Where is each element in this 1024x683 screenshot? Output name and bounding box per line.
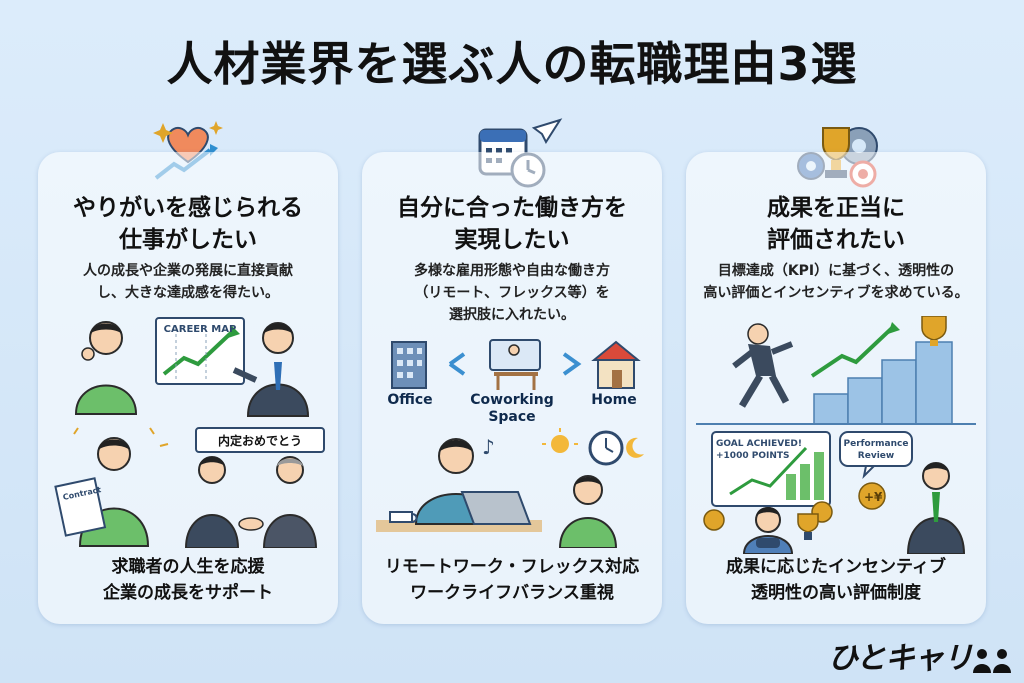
svg-text:+¥: +¥ [864, 490, 883, 504]
place-coworking-label: Coworking Space [464, 392, 560, 426]
page-title: 人材業界を選ぶ人の転職理由3選 [166, 37, 858, 91]
work-places-scene [391, 339, 641, 390]
review-bubble-text: Performance Review [840, 438, 912, 462]
remote-work-scene: ♪ [376, 428, 644, 548]
svg-text:♪: ♪ [482, 435, 495, 459]
card-1-heading: やりがいを感じられる 仕事がしたい [38, 192, 338, 256]
card-2-desc-line2: （リモート、フレックス等）を [414, 285, 610, 301]
card-3-desc-line2: 高い評価とインセンティブを求めている。 [703, 285, 969, 301]
job-offer-scene [54, 427, 325, 548]
brand-logo: ひとキャリ [828, 633, 1012, 677]
review-bubble-line1: Performance [843, 439, 909, 449]
card-2-desc-line1: 多様な雇用形態や自由な働き方 [414, 263, 610, 279]
card-2-desc-line3: 選択肢に入れたい。 [449, 307, 575, 323]
place-coworking-line1: Coworking [470, 392, 554, 408]
card-3-footer-line2: 透明性の高い評価制度 [751, 583, 921, 603]
place-coworking-line2: Space [488, 409, 536, 425]
goal-screen-line1: GOAL ACHIEVED! [716, 439, 802, 449]
card-2-heading-line1: 自分に合った働き方を [397, 195, 627, 221]
goal-screen-line2: +1000 POINTS [716, 451, 790, 461]
card-2-heading-line2: 実現したい [454, 227, 570, 253]
card-3-description: 目標達成（KPI）に基づく、透明性の 高い評価とインセンティブを求めている。 [694, 260, 978, 304]
card-2-footer: リモートワーク・フレックス対応 ワークライフバランス重視 [362, 554, 662, 606]
card-3-heading: 成果を正当に 評価されたい [686, 192, 986, 256]
card-1-heading-line2: 仕事がしたい [119, 227, 257, 253]
card-3-footer: 成果に応じたインセンティブ 透明性の高い評価制度 [686, 554, 986, 606]
people-icon [973, 648, 1011, 673]
card-2-footer-line2: ワークライフバランス重視 [410, 583, 614, 603]
card-1-description: 人の成長や企業の発展に直接貢献 し、大きな達成感を得たい。 [46, 260, 330, 304]
card-2-description: 多様な雇用形態や自由な働き方 （リモート、フレックス等）を 選択肢に入れたい。 [370, 260, 654, 326]
reason-card-2: 自分に合った働き方を 実現したい 多様な雇用形態や自由な働き方 （リモート、フレ… [362, 152, 662, 624]
career-map-label: CAREER MAP [163, 324, 237, 335]
card-2-heading: 自分に合った働き方を 実現したい [362, 192, 662, 256]
card-1-desc-line1: 人の成長や企業の発展に直接貢献 [83, 263, 293, 279]
reason-card-1: やりがいを感じられる 仕事がしたい 人の成長や企業の発展に直接貢献 し、大きな達… [38, 152, 338, 624]
card-3-footer-line1: 成果に応じたインセンティブ [726, 557, 946, 577]
card-1-footer: 求職者の人生を応援 企業の成長をサポート [38, 554, 338, 606]
card-3-heading-line2: 評価されたい [767, 227, 905, 253]
card-1-footer-line2: 企業の成長をサポート [103, 583, 273, 603]
goal-screen-text: GOAL ACHIEVED! +1000 POINTS [716, 438, 822, 462]
growth-stairs-scene [696, 316, 976, 425]
offer-banner-label: 内定おめでとう [217, 434, 302, 448]
card-3-heading-line1: 成果を正当に [767, 195, 905, 221]
card-3-desc-line1: 目標達成（KPI）に基づく、透明性の [717, 263, 955, 279]
card-1-desc-line2: し、大きな達成感を得たい。 [97, 285, 279, 301]
reason-card-3: 成果を正当に 評価されたい 目標達成（KPI）に基づく、透明性の 高い評価とイン… [686, 152, 986, 624]
place-office-label: Office [387, 392, 433, 408]
place-home-label: Home [591, 392, 637, 408]
card-1-footer-line1: 求職者の人生を応援 [111, 557, 265, 577]
career-map-scene [74, 317, 310, 417]
review-bubble-line2: Review [857, 451, 895, 461]
performance-review-scene: +¥ [703, 431, 966, 554]
card-1-heading-line1: やりがいを感じられる [73, 195, 303, 221]
card-2-footer-line1: リモートワーク・フレックス対応 [384, 557, 640, 577]
brand-logo-text: ひとキャリ [827, 641, 973, 676]
